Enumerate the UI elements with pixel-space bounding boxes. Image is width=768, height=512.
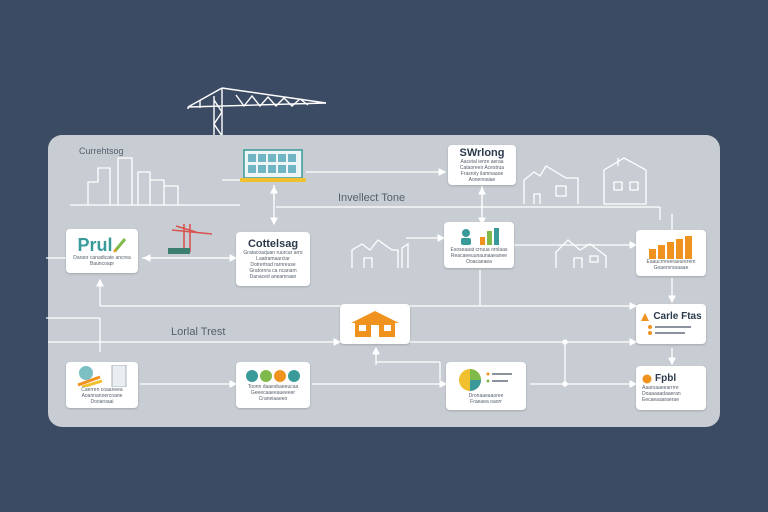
bar-chart-icon [649, 236, 692, 259]
pie-node[interactable]: Dronaaeaaoree Fraeaea oaorr [446, 362, 526, 410]
icons-node[interactable]: Toonn daaesbaeeucaa Geeecaaeeaueeeer Cra… [236, 362, 310, 408]
house-node[interactable] [340, 304, 410, 344]
pnl-node[interactable]: Prul Daraor canadicate ancrea Bauncoapr [66, 229, 138, 273]
fpbl-line-1: Aaaroaaeearrrre [642, 385, 679, 391]
pnl-title: Prul [77, 235, 113, 255]
cottelsag-line-1: Gratacoaquan ruurcar arro [243, 250, 303, 256]
pie-line-2: Fraeaea oaorr [470, 399, 502, 405]
swirlong-line-1: Aaceial ienre aeraa [460, 159, 504, 165]
team-line-1: Esoseaaat crruua orolaas [450, 247, 508, 253]
alert-icon [642, 374, 652, 384]
tools-line-2: Aoannanoercoane [81, 393, 123, 399]
icons-line-1: Toonn daaesbaeeucaa [247, 384, 299, 390]
status-icons [246, 370, 300, 382]
tools-icon [77, 365, 127, 387]
office-building-icon [240, 149, 306, 182]
warning-icon [641, 313, 650, 321]
fpbl-node[interactable]: Fpbl Aaaroaaeearrrre Doaaaaadaaeran Eeca… [636, 366, 706, 410]
label-middle: Invellect Tone [338, 192, 406, 204]
pnl-line-2: Bauncoapr [89, 261, 115, 267]
cottelsag-line-5: Danaced aneamraan [249, 274, 297, 280]
workflow-panel [48, 135, 720, 427]
fpbl-title: Fpbl [655, 373, 677, 384]
cottelsag-line-3: Dotrertrad rarnreuse [250, 262, 296, 268]
cottelsag-title: Cottelsag [247, 238, 299, 250]
cafe-node[interactable]: Carle Ftas [636, 304, 706, 344]
team-node[interactable]: Esoseaaat crruua orolaas Reacaeeuunaunaa… [444, 222, 514, 268]
building-node[interactable] [240, 146, 306, 184]
team-line-3: Ooacaeaea [466, 259, 492, 265]
swirlong-line-2: Cataoreeir Acestrua [459, 165, 505, 171]
pie-chart-icon [459, 369, 512, 391]
pencil-icon [112, 238, 126, 253]
icons-line-2: Geeecaaeeaueeeer [250, 390, 296, 396]
house-icon [351, 311, 399, 337]
pnl-line-1: Daraor canadicate ancrea [73, 255, 131, 261]
cafe-header: Carle Ftas [640, 311, 702, 323]
tools-line-3: Dooaroaai [90, 399, 114, 405]
chart-node[interactable]: Eaaucrreeeraeurerem Goaerorsoaaae [636, 230, 706, 276]
pnl-header: Prul [77, 235, 126, 255]
swirlong-node[interactable]: SWrlong Aaceial ienre aeraa Cataoreeir A… [448, 145, 516, 185]
fpbl-header: Fpbl [642, 373, 676, 385]
swirlong-line-4: Aonenoaiae [468, 177, 496, 183]
tools-node[interactable]: Caerren coaaneea Aoannanoercoane Dooaroa… [66, 362, 138, 408]
label-top-left: Currehtsog [79, 146, 124, 156]
cottelsag-line-2: Laatramaarciar [256, 256, 290, 262]
icons-line-3: Craneiaaeeo [258, 396, 288, 402]
label-lower-left: Lorlal Trest [171, 326, 226, 338]
team-line-2: Reacaeeuunaunaaeanee [450, 253, 508, 259]
pie-line-1: Dronaaeaaoree [468, 393, 504, 399]
tools-line-1: Caerren coaaneea [81, 387, 123, 393]
swirlong-title: SWrlong [459, 147, 505, 159]
cottelsag-line-4: Gratornra ca ncanam [249, 268, 297, 274]
chart-line-2: Goaerorsoaaae [653, 265, 689, 271]
cafe-list-icon [648, 325, 691, 335]
chart-line-1: Eaaucrreeeraeurerem [646, 259, 696, 265]
fpbl-line-2: Doaaaaadaaeran [642, 391, 681, 397]
swirlong-line-3: Frasroiy ilamnaaoe [460, 171, 504, 177]
cottelsag-node[interactable]: Cottelsag Gratacoaquan ruurcar arro Laat… [236, 232, 310, 286]
fpbl-line-3: Eecaeaaaraerae [642, 397, 679, 403]
cafe-title: Carle Ftas [653, 311, 702, 322]
team-chart-icon [461, 228, 499, 245]
